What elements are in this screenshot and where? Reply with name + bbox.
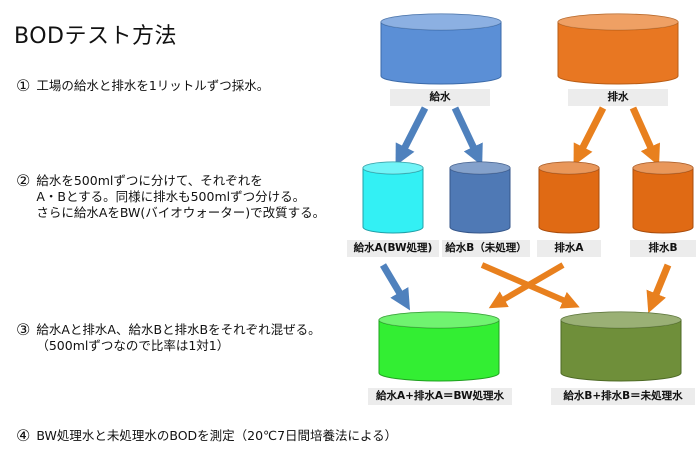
step-2-number: ②	[16, 171, 31, 190]
arrow-waste-a-to-mix-treated	[488, 262, 565, 309]
step-2-line-1: 給水を500mlずつに分けて、それぞれを	[36, 173, 263, 188]
label-mix-untreated: 給水B+排水B＝未処理水	[551, 388, 695, 405]
step-3-number: ③	[16, 320, 31, 339]
arrow-waste-to-waste-a	[573, 106, 607, 166]
cylinder-waste-water	[557, 13, 679, 85]
label-mix-treated: 給水A+排水A＝BW処理水	[368, 388, 512, 405]
label-waste-water: 排水	[568, 89, 668, 106]
arrow-feed-to-feed-b	[451, 106, 483, 166]
cylinder-mix-treated	[378, 311, 500, 382]
step-3-line-2: （500mlずつなので比率は1対1）	[36, 338, 230, 353]
step-1-number: ①	[16, 76, 31, 95]
page-title: BODテスト方法	[14, 24, 177, 49]
step-4-number: ④	[16, 426, 31, 445]
cylinder-feed-b	[449, 161, 511, 234]
arrow-waste-b-to-mix-untreated	[646, 263, 672, 314]
step-2-line-3: さらに給水AをBW(バイオウォーター)で改質する。	[36, 205, 326, 220]
step-3-line-1: 給水Aと排水A、給水Bと排水Bをそれぞれ混ぜる。	[36, 322, 321, 337]
label-waste-b: 排水B	[630, 240, 696, 257]
cylinder-waste-b	[632, 161, 694, 234]
cylinder-waste-a	[538, 161, 600, 234]
step-1: ① 工場の給水と排水を1リットルずつ採水。	[16, 78, 269, 94]
step-2: ② 給水を500mlずつに分けて、それぞれを A・Bとする。同様に排水も500m…	[16, 173, 325, 221]
cylinder-feed-water	[380, 13, 502, 85]
label-feed-b: 給水B（未処理）	[442, 240, 530, 257]
step-4: ④ BW処理水と未処理水のBODを測定（20℃7日間培養法による）	[16, 428, 397, 444]
cylinder-feed-a	[362, 161, 424, 234]
arrow-feed-to-feed-a	[395, 106, 429, 166]
label-feed-a: 給水A(BW処理)	[347, 240, 439, 257]
cylinder-mix-untreated	[560, 311, 682, 382]
label-waste-a: 排水A	[537, 240, 601, 257]
step-4-line-1: BW処理水と未処理水のBODを測定（20℃7日間培養法による）	[36, 428, 398, 443]
step-2-line-2: A・Bとする。同様に排水も500mlずつ分ける。	[36, 189, 306, 204]
arrow-waste-to-waste-b	[629, 106, 660, 166]
label-feed-water: 給水	[390, 89, 490, 106]
arrow-feed-a-to-mix-treated	[379, 263, 411, 311]
step-1-line-1: 工場の給水と排水を1リットルずつ採水。	[36, 78, 270, 93]
step-3: ③ 給水Aと排水A、給水Bと排水Bをそれぞれ混ぜる。 （500mlずつなので比率…	[16, 322, 321, 354]
